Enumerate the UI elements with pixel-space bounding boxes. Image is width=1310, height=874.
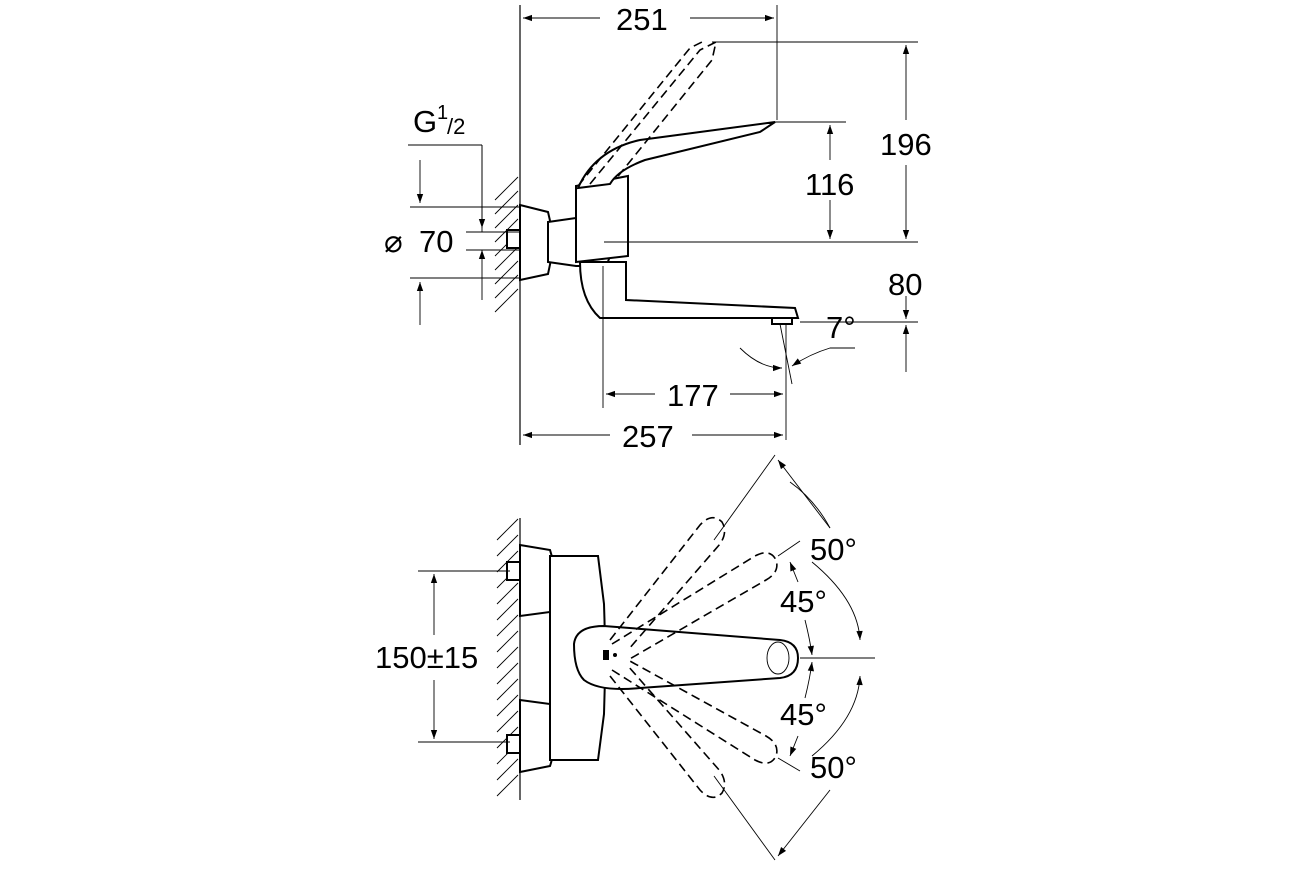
dim-80: 80 <box>888 267 922 302</box>
g-label: G <box>413 104 437 139</box>
length-dimensions: 177 257 <box>523 266 783 454</box>
faucet-body-side <box>506 121 800 325</box>
rotation-angles: 50° 45° 45° 50° <box>713 454 875 861</box>
wall-side <box>494 5 521 445</box>
angle-50-top: 50° <box>810 532 857 567</box>
dimension-150: 150±15 <box>375 570 510 743</box>
diameter-value: 70 <box>419 224 453 259</box>
top-view: 150±15 50° 45° 45° 50° <box>375 454 875 861</box>
dim-177: 177 <box>667 378 719 413</box>
angle-45-top: 45° <box>780 584 827 619</box>
dim-251: 251 <box>616 2 668 37</box>
g-subscript: /2 <box>447 114 465 139</box>
connection-dimension: G 1 /2 ⌀ 70 <box>384 102 520 325</box>
dim-116: 116 <box>805 167 854 202</box>
g-superscript: 1 <box>437 102 448 124</box>
dim-257: 257 <box>622 419 674 454</box>
angle-7deg: 7° <box>739 310 856 440</box>
faucet-body-top <box>506 543 800 774</box>
dimension-251: 251 <box>523 2 778 120</box>
dim-7deg: 7° <box>826 310 856 345</box>
diameter-symbol: ⌀ <box>384 224 403 259</box>
height-dimensions: 196 116 80 <box>604 41 932 372</box>
side-view: G 1 /2 ⌀ 70 251 <box>384 2 932 454</box>
wall-top <box>496 518 521 800</box>
handle-raised-dashed <box>577 39 718 187</box>
handle-positions-dashed <box>609 516 778 799</box>
angle-50-bottom: 50° <box>810 750 857 785</box>
angle-45-bottom: 45° <box>780 697 827 732</box>
dim-150: 150±15 <box>375 640 478 675</box>
dim-196: 196 <box>880 127 932 162</box>
